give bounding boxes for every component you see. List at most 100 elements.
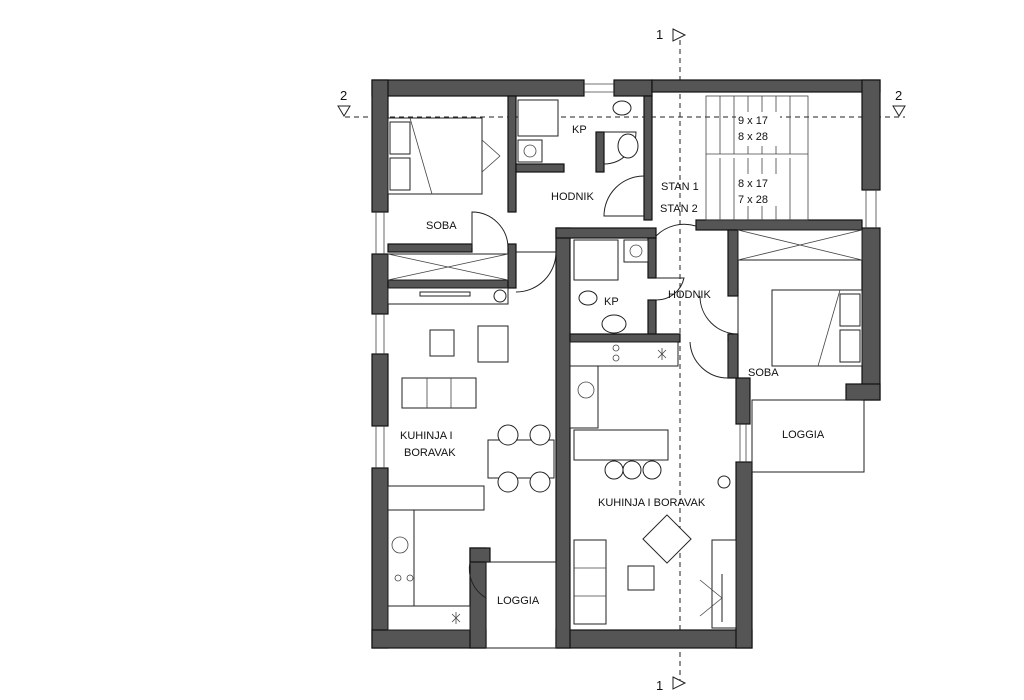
wall-bottom-right	[555, 629, 753, 649]
sofa-left	[401, 377, 477, 409]
loggia-bottom-outline	[485, 561, 557, 649]
section-arrow-right-2	[892, 105, 906, 117]
wall-top-stairs	[651, 79, 881, 93]
section-arrow-left-2	[337, 105, 351, 117]
door-loggia-bottom	[468, 561, 487, 599]
sink-top	[617, 133, 639, 159]
wall-soba-door-side	[507, 243, 517, 289]
room-label-hodnik-middle: HODNIK	[668, 289, 711, 301]
kitchen-counter-left-bottom	[387, 605, 471, 631]
kitchen-counter-right-side	[569, 365, 599, 429]
wall-loggia-left	[469, 547, 487, 649]
wall-right-soba	[861, 227, 881, 401]
room-label-loggia-bottom: LOGGIA	[497, 595, 540, 607]
washer-top	[517, 139, 543, 163]
kitchen-island-right	[573, 429, 669, 461]
sink-middle	[601, 314, 627, 334]
wall-kp2-bottom	[569, 333, 681, 343]
wall-right-top	[861, 79, 881, 191]
section-marker-left-2: 2	[340, 88, 347, 103]
door-kp-middle	[655, 277, 685, 301]
furniture	[387, 99, 863, 631]
stair-label-upper-1: 9 x 17	[738, 115, 768, 127]
windows	[375, 83, 877, 468]
coffee-table-right	[627, 565, 655, 591]
stair-outline	[705, 95, 809, 221]
toilet-top	[612, 100, 632, 116]
wall-kp2-right-bottom	[647, 299, 657, 337]
exterior-walls	[371, 79, 881, 649]
wall-left-2	[371, 253, 389, 315]
washer-middle	[623, 239, 649, 263]
room-label-kp-top: KP	[572, 124, 587, 136]
wall-right-corner	[845, 383, 881, 401]
loggia-right-outline	[751, 399, 865, 473]
wall-right-lower	[735, 461, 753, 649]
interior-walls	[387, 95, 863, 379]
door-stan2	[655, 223, 697, 237]
room-label-loggia-right: LOGGIA	[782, 429, 825, 441]
room-label-soba-left: SOBA	[426, 220, 457, 232]
pillow-right-2	[839, 329, 861, 363]
stair-label-upper-2: 8 x 28	[738, 131, 768, 143]
wall-stan2-top	[555, 227, 657, 239]
armchair-right	[642, 514, 692, 564]
wall-right-loggia	[735, 377, 751, 425]
door-soba-right	[699, 295, 739, 335]
section-arrow-top-1	[672, 28, 687, 42]
sink-kitchen-right	[577, 381, 595, 399]
wall-left-3	[371, 353, 389, 427]
wall-kp-bottom	[515, 163, 565, 173]
room-label-stan-2: STAN 2	[660, 203, 698, 215]
room-label-stan-1: STAN 1	[661, 181, 699, 193]
sink-kitchen-left	[391, 536, 409, 554]
section-arrow-bottom-1	[672, 676, 687, 690]
wall-top-left	[371, 79, 585, 97]
wall-loggia-corner	[469, 547, 491, 563]
wall-soba2-left-lower	[727, 333, 739, 379]
room-label-soba-right: SOBA	[748, 367, 779, 379]
room-label-kuhinja-left-1: KUHINJA I	[400, 430, 453, 442]
tv-cabinet-right	[711, 539, 737, 629]
boiler-left	[493, 289, 507, 303]
wall-central	[555, 227, 571, 649]
toilet-middle	[578, 290, 598, 306]
pillow-left-2	[389, 157, 411, 191]
door-soba-left	[471, 211, 509, 249]
wall-soba-hodnik	[507, 95, 517, 213]
room-label-hodnik-top: HODNIK	[551, 191, 594, 203]
wall-soba2-left	[727, 229, 739, 297]
room-labels: KP SOBA HODNIK STAN 1 STAN 2 KP HODNIK S…	[400, 124, 825, 607]
section-marker-right-2: 2	[895, 88, 902, 103]
room-label-kuhinja-left-2: BORAVAK	[404, 447, 456, 459]
stair-label-bg-lower	[736, 174, 780, 206]
section-marker-bottom-1: 1	[656, 678, 663, 693]
wall-stair-left	[643, 95, 653, 221]
stair-label-lower-1: 8 x 17	[738, 178, 768, 190]
pillow-left-1	[389, 121, 411, 155]
section-marker-top-1: 1	[656, 27, 663, 42]
door-kitchen-right	[689, 341, 729, 379]
stair-label-lower-2: 7 x 28	[738, 194, 768, 206]
stairs: 9 x 17 8 x 28 8 x 17 7 x 28	[705, 95, 809, 221]
kitchen-counter-left-top	[387, 485, 485, 511]
section-cut-lines: 1 1 2 2	[337, 27, 906, 693]
tv-left	[419, 291, 471, 297]
wall-soba-closet-top	[387, 243, 473, 253]
door-stan1	[603, 175, 645, 217]
wall-kp2-right-top	[647, 237, 657, 279]
wall-bottom-left	[371, 629, 487, 649]
kitchen-counter-left-side	[387, 509, 415, 607]
boiler-right	[717, 475, 731, 489]
shower-middle	[573, 239, 619, 281]
shower-top	[517, 99, 559, 137]
door-living-left	[515, 251, 557, 293]
sofa-right	[573, 539, 607, 625]
stair-label-bg-upper	[736, 112, 780, 146]
wall-left-1	[371, 79, 389, 213]
wall-kp-right	[595, 131, 605, 173]
pillow-right-1	[839, 293, 861, 327]
room-label-kp-middle: KP	[604, 296, 619, 308]
wall-left-4	[371, 467, 389, 649]
